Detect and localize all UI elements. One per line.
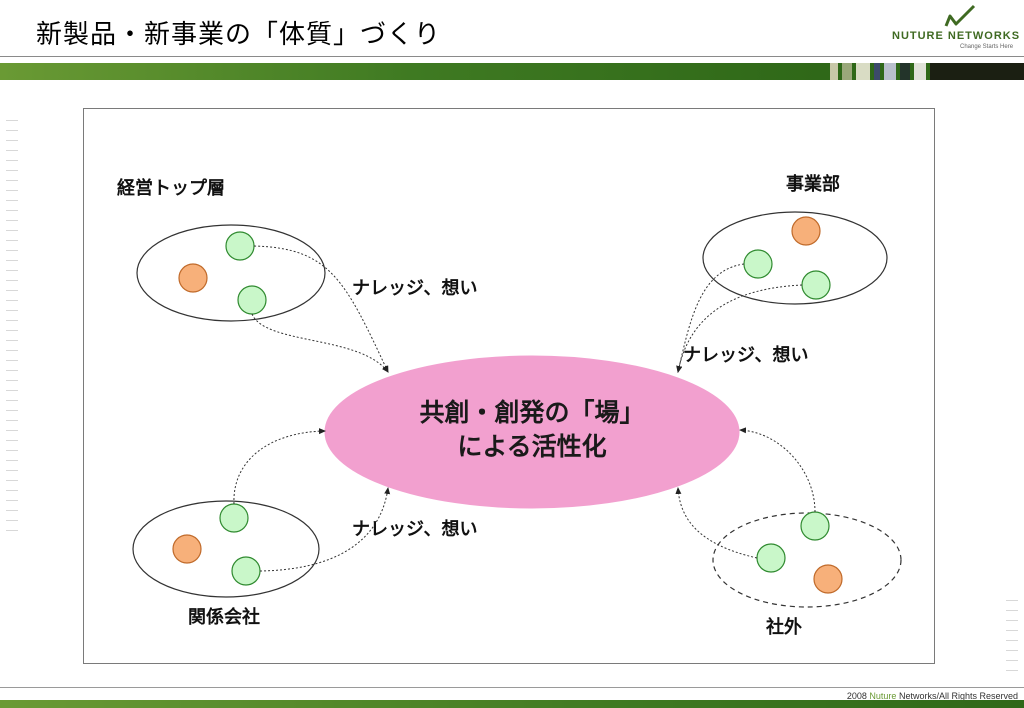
flow-arrow-bottom-left-a: [233, 428, 326, 505]
center-label: 共創・創発の「場」 による活性化: [326, 396, 738, 464]
header-band-stripes: [830, 63, 1024, 80]
member-node-green: [219, 503, 249, 533]
center-label-line1: 共創・創発の「場」: [419, 398, 645, 427]
copyright-rest: Networks/All Rights Reserved: [898, 691, 1018, 701]
copyright-brand: Nuture: [869, 691, 897, 701]
flow-arrow-top-right-b: [676, 284, 803, 373]
copyright-year: 2008: [846, 691, 867, 701]
nuture-logo-icon: [944, 4, 976, 27]
group-label-bottom-right: 社外: [766, 617, 802, 638]
member-node-green: [225, 231, 255, 261]
header-band: [0, 63, 1024, 80]
flow-arrow-bottom-right-a: [739, 427, 816, 513]
flow-arrow-top-right-a: [676, 263, 745, 373]
group-ellipse-top-left: [136, 224, 326, 322]
logo-tagline: Change Starts Here: [960, 44, 1014, 50]
title-divider: [0, 56, 1024, 57]
left-ruler: [6, 120, 18, 540]
flow-arrow-bottom-right-b: [675, 487, 758, 559]
member-node-orange: [172, 534, 202, 564]
group-label-bottom-left: 関係会社: [188, 607, 260, 628]
flow-label-bottom-left: ナレッジ、想い: [352, 519, 478, 540]
group-ellipse-top-right: [702, 211, 888, 305]
member-node-orange: [791, 216, 821, 246]
member-node-green: [801, 270, 831, 300]
member-node-orange: [178, 263, 208, 293]
flow-arrow-top-left-a: [253, 245, 389, 373]
member-node-green: [756, 543, 786, 573]
center-label-line2: による活性化: [457, 432, 607, 461]
group-ellipse-bottom-right: [712, 512, 902, 608]
flow-arrow-top-left-b: [251, 313, 389, 373]
group-label-top-left: 経営トップ層: [117, 178, 225, 199]
logo-wordmark: NUTURE NETWORKS: [892, 30, 1021, 42]
flow-label-top-left: ナレッジ、想い: [352, 278, 478, 299]
flow-arrow-bottom-left-b: [259, 487, 391, 572]
member-node-green: [800, 511, 830, 541]
member-node-green: [743, 249, 773, 279]
footer-band: [0, 700, 1024, 708]
footer-divider: [0, 687, 1024, 688]
slide-title: 新製品・新事業の「体質」づくり: [36, 20, 442, 50]
member-node-green: [231, 556, 261, 586]
group-ellipse-bottom-left: [132, 500, 320, 598]
member-node-green: [237, 285, 267, 315]
right-ruler: [1006, 600, 1018, 680]
flow-label-top-right: ナレッジ、想い: [683, 345, 809, 366]
group-label-top-right: 事業部: [786, 174, 840, 195]
copyright-notice: 2008 Nuture Networks/All Rights Reserved: [847, 691, 1018, 701]
member-node-orange: [813, 564, 843, 594]
